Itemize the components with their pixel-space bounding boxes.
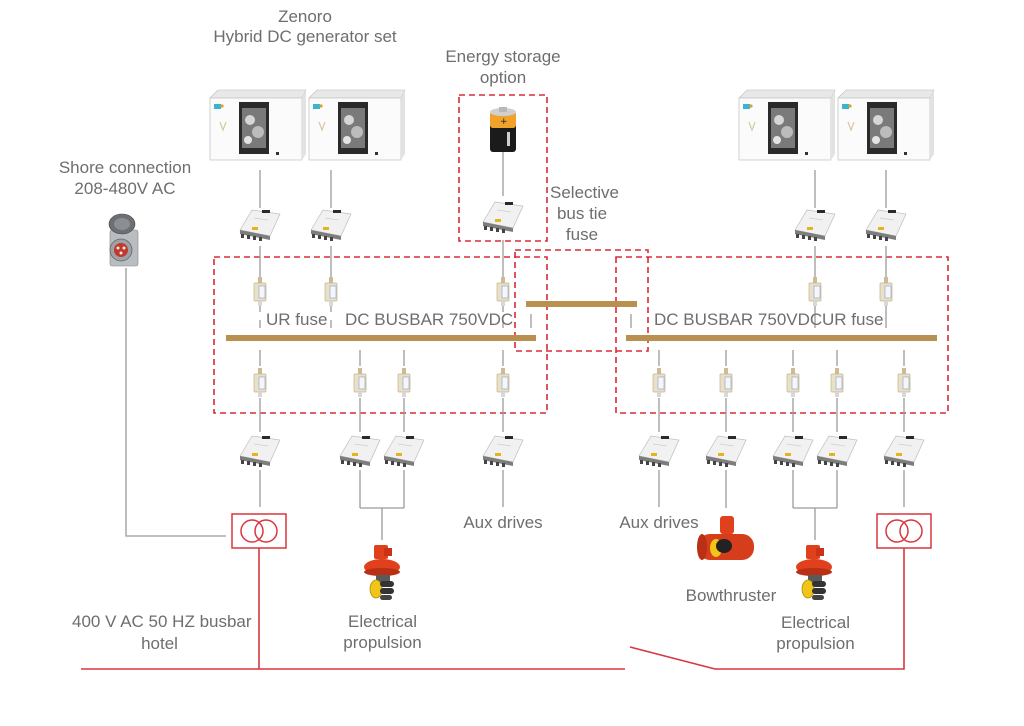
energy-storage-label-2: option — [479, 68, 527, 87]
fuse-upper-4 — [808, 276, 822, 307]
dc-wiring — [125, 152, 905, 540]
ac-busbar-lines — [81, 548, 905, 670]
converter-hotel-right — [883, 435, 925, 468]
fuse-upper-1 — [253, 276, 267, 307]
converter-bowthruster — [705, 435, 747, 468]
converter-battery — [482, 201, 524, 234]
energy-storage-zone — [458, 94, 548, 242]
generator-desc-label: Hybrid DC generator set — [213, 27, 397, 46]
fuse-lower-3 — [397, 367, 411, 398]
shore-connection-label-1: Shore connection — [58, 158, 192, 177]
protection-zone-right — [615, 256, 949, 414]
protection-zone-left — [213, 256, 548, 414]
ac-busbar-label-1: 400 V AC 50 HZ busbar — [72, 612, 252, 631]
transformer-left — [231, 513, 287, 549]
bus-tie-label-3: fuse — [565, 225, 599, 244]
converter-gen-4 — [865, 209, 907, 242]
ur-fuse-label-left: UR fuse — [266, 310, 328, 329]
converter-prop-left-1 — [339, 435, 381, 468]
bus-tie-zone — [514, 249, 649, 352]
generator-set-4 — [837, 89, 935, 161]
transformer-right — [876, 513, 932, 549]
propulsion-right-label-2: propulsion — [776, 634, 855, 653]
propulsion-pod-left-icon — [363, 544, 401, 601]
generator-set-1 — [209, 89, 307, 161]
fuse-lower-5 — [652, 367, 666, 398]
converter-aux-left — [482, 435, 524, 468]
shore-connection-label-2: 208-480V AC — [74, 179, 176, 198]
ac-busbar-label-2: hotel — [141, 634, 178, 653]
converter-aux-right — [638, 435, 680, 468]
generator-brand-label: Zenoro — [278, 7, 332, 26]
generator-set-3 — [738, 89, 836, 161]
fuse-upper-2 — [324, 276, 338, 307]
battery-icon: + — [490, 107, 516, 152]
generator-set-2 — [308, 89, 406, 161]
converter-gen-3 — [794, 209, 836, 242]
converter-gen-2 — [310, 209, 352, 242]
propulsion-left-label-2: propulsion — [343, 633, 422, 652]
propulsion-pod-right-icon — [795, 544, 833, 601]
aux-drives-label-left: Aux drives — [463, 513, 543, 532]
dc-busbar-label-left: DC BUSBAR 750VDC — [345, 310, 514, 329]
fuse-lower-4 — [496, 367, 510, 398]
propulsion-right-label-1: Electrical — [781, 613, 850, 632]
aux-drives-label-right: Aux drives — [619, 513, 699, 532]
converter-prop-right-1 — [772, 435, 814, 468]
converter-prop-right-2 — [816, 435, 858, 468]
propulsion-left-label-1: Electrical — [348, 612, 417, 631]
ur-fuse-label-right: UR fuse — [822, 310, 884, 329]
bowthruster-label: Bowthruster — [685, 586, 777, 605]
fuse-lower-6 — [719, 367, 733, 398]
fuse-lower-7 — [786, 367, 800, 398]
converter-hotel-left — [239, 435, 281, 468]
converter-gen-1 — [239, 209, 281, 242]
bus-tie-label-2: bus tie — [556, 204, 608, 223]
shore-plug-icon — [108, 213, 139, 267]
bus-tie-label-1: Selective — [550, 183, 619, 202]
fuse-upper-5 — [879, 276, 893, 307]
converter-prop-left-2 — [383, 435, 425, 468]
fuse-lower-9 — [897, 367, 911, 398]
energy-storage-label-1: Energy storage — [445, 47, 561, 66]
fuse-lower-2 — [353, 367, 367, 398]
dc-busbar-label-right: DC BUSBAR 750VDC — [654, 310, 823, 329]
fuse-lower-1 — [253, 367, 267, 398]
bowthruster-icon — [697, 516, 754, 560]
fuse-lower-8 — [830, 367, 844, 398]
fuse-upper-3 — [496, 276, 510, 307]
svg-text:+: + — [500, 117, 508, 127]
